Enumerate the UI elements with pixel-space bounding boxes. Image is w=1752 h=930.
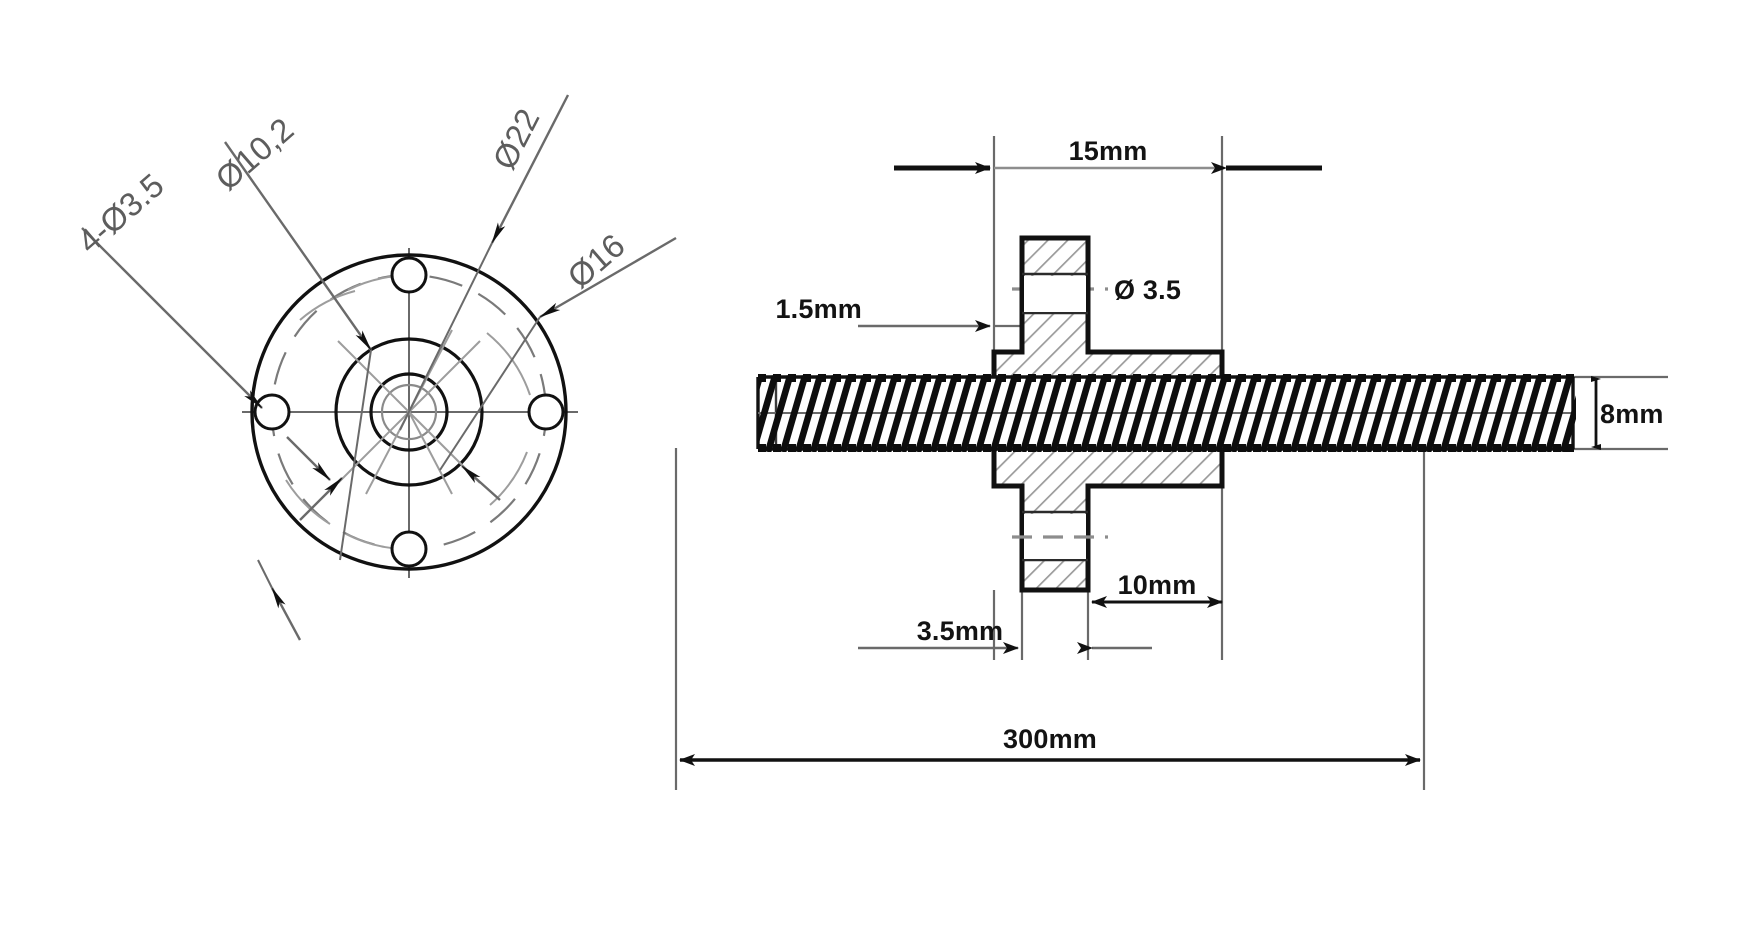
leader-line-d102-ext — [339, 349, 372, 561]
bolt-hole-left — [253, 393, 291, 431]
dim-8mm-label: 8mm — [1600, 399, 1664, 429]
leader-line-d102 — [224, 141, 372, 351]
threaded-rod-group — [756, 374, 1576, 452]
leader-line-4-d35-c-ext — [257, 559, 273, 589]
hub-circle — [334, 337, 484, 487]
leader-line-4-d35-b — [286, 436, 331, 481]
leader-line-d22-ext — [399, 242, 493, 431]
front-view-leaders — [81, 94, 677, 641]
bore-inner-circle — [380, 383, 438, 441]
extension-lines — [674, 136, 1668, 790]
rod-thread-crests-top — [758, 374, 1574, 382]
leader-line-4-d35 — [81, 227, 263, 409]
outer-flange-circle — [250, 253, 568, 571]
leader-line-4-d35-c — [270, 587, 302, 641]
leader-line-d16-ext — [439, 316, 541, 471]
leader-line-d22 — [490, 94, 570, 244]
dim-300mm-label: 300mm — [1003, 724, 1097, 754]
dim-300mm-group: 300mm — [679, 724, 1421, 766]
rod-thread-crests-bottom — [758, 444, 1574, 452]
dim-3p5mm-label: 3.5mm — [917, 616, 1004, 646]
leader-line-d16-b — [461, 465, 501, 501]
rod-thread-flanks — [758, 374, 1576, 452]
dim-1p5mm-label: 1.5mm — [775, 294, 862, 324]
nut-hub-clear-top — [1024, 276, 1086, 312]
dim-1p5mm-group: 1.5mm — [775, 294, 1022, 332]
leader-line-d102-b — [299, 477, 343, 521]
dim-3p5mm-group: 3.5mm — [858, 616, 1152, 654]
dim-10mm-label: 10mm — [1118, 570, 1197, 600]
bolt-hole-top — [390, 256, 428, 294]
dim-8mm-group: 8mm — [1591, 376, 1664, 450]
bore-outer-circle — [369, 372, 449, 452]
section-view-group: 15mm 1.5mm Ø 3.5 — [674, 136, 1668, 790]
dim-15mm-label: 15mm — [1069, 136, 1148, 166]
dim-d3p5-label: Ø 3.5 — [1114, 275, 1181, 305]
bolt-hole-bottom — [390, 530, 428, 568]
dim-15mm-group: 15mm — [894, 136, 1322, 174]
dim-10mm-group: 10mm — [1091, 570, 1223, 608]
bolt-hole-right — [527, 393, 565, 431]
leader-line-d16 — [539, 236, 677, 319]
bolt-holes-group — [253, 256, 565, 568]
